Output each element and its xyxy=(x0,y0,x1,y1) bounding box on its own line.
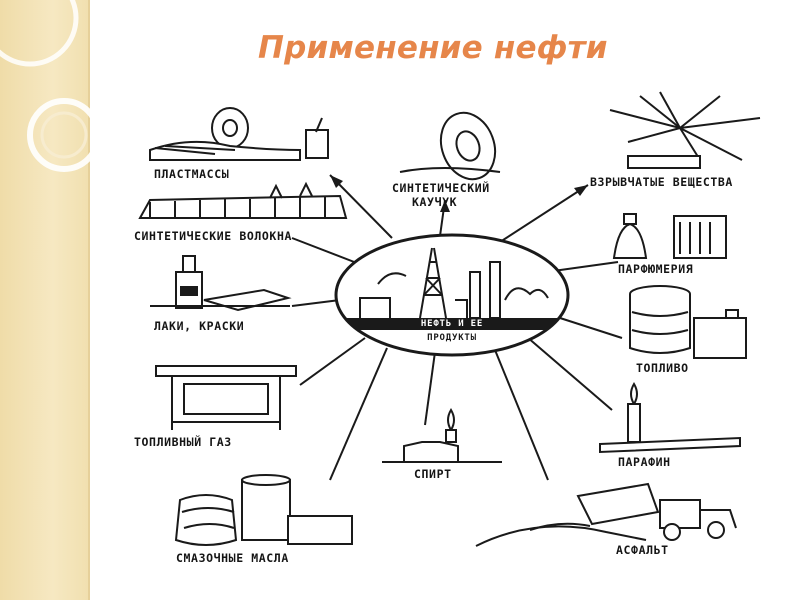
label-synthetic-rubber-line2: КАУЧУК xyxy=(412,195,457,209)
candle-illustration xyxy=(600,384,740,452)
label-asphalt: АСФАЛЬТ xyxy=(616,543,669,557)
label-alcohol: СПИРТ xyxy=(414,467,452,481)
label-lubricants: СМАЗОЧНЫЕ МАСЛА xyxy=(176,551,289,565)
label-fuel: ТОПЛИВО xyxy=(636,361,689,375)
center-label-line1: НЕФТЬ И ЕЕ xyxy=(421,319,483,329)
stove-illustration xyxy=(156,366,296,430)
label-synthetic-fibers: СИНТЕТИЧЕСКИЕ ВОЛОКНА xyxy=(134,229,292,243)
fibers-illustration xyxy=(140,184,346,218)
label-plastics: ПЛАСТМАССЫ xyxy=(154,167,229,181)
label-fuel-gas: ТОПЛИВНЫЙ ГАЗ xyxy=(134,434,232,449)
paints-illustration xyxy=(150,256,290,310)
label-synthetic-rubber-line1: СИНТЕТИЧЕСКИЙ xyxy=(392,180,490,195)
fuel-illustration xyxy=(630,286,746,358)
center-label-line2: ПРОДУКТЫ xyxy=(427,333,477,343)
label-perfume: ПАРФЮМЕРИЯ xyxy=(618,262,693,276)
alcohol-burner-illustration xyxy=(382,410,502,462)
explosion-illustration xyxy=(610,92,760,168)
dump-truck-illustration xyxy=(476,484,736,546)
perfume-illustration xyxy=(614,214,726,258)
label-lacquers-paints: ЛАКИ, КРАСКИ xyxy=(154,319,244,333)
label-paraffin: ПАРАФИН xyxy=(618,455,671,469)
plastics-illustration xyxy=(150,108,328,160)
label-explosives: ВЗРЫВЧАТЫЕ ВЕЩЕСТВА xyxy=(590,175,733,189)
center-hub: НЕФТЬ И ЕЕ ПРОДУКТЫ xyxy=(336,235,568,355)
tire-illustration xyxy=(400,105,504,187)
lubricants-illustration xyxy=(176,475,352,545)
